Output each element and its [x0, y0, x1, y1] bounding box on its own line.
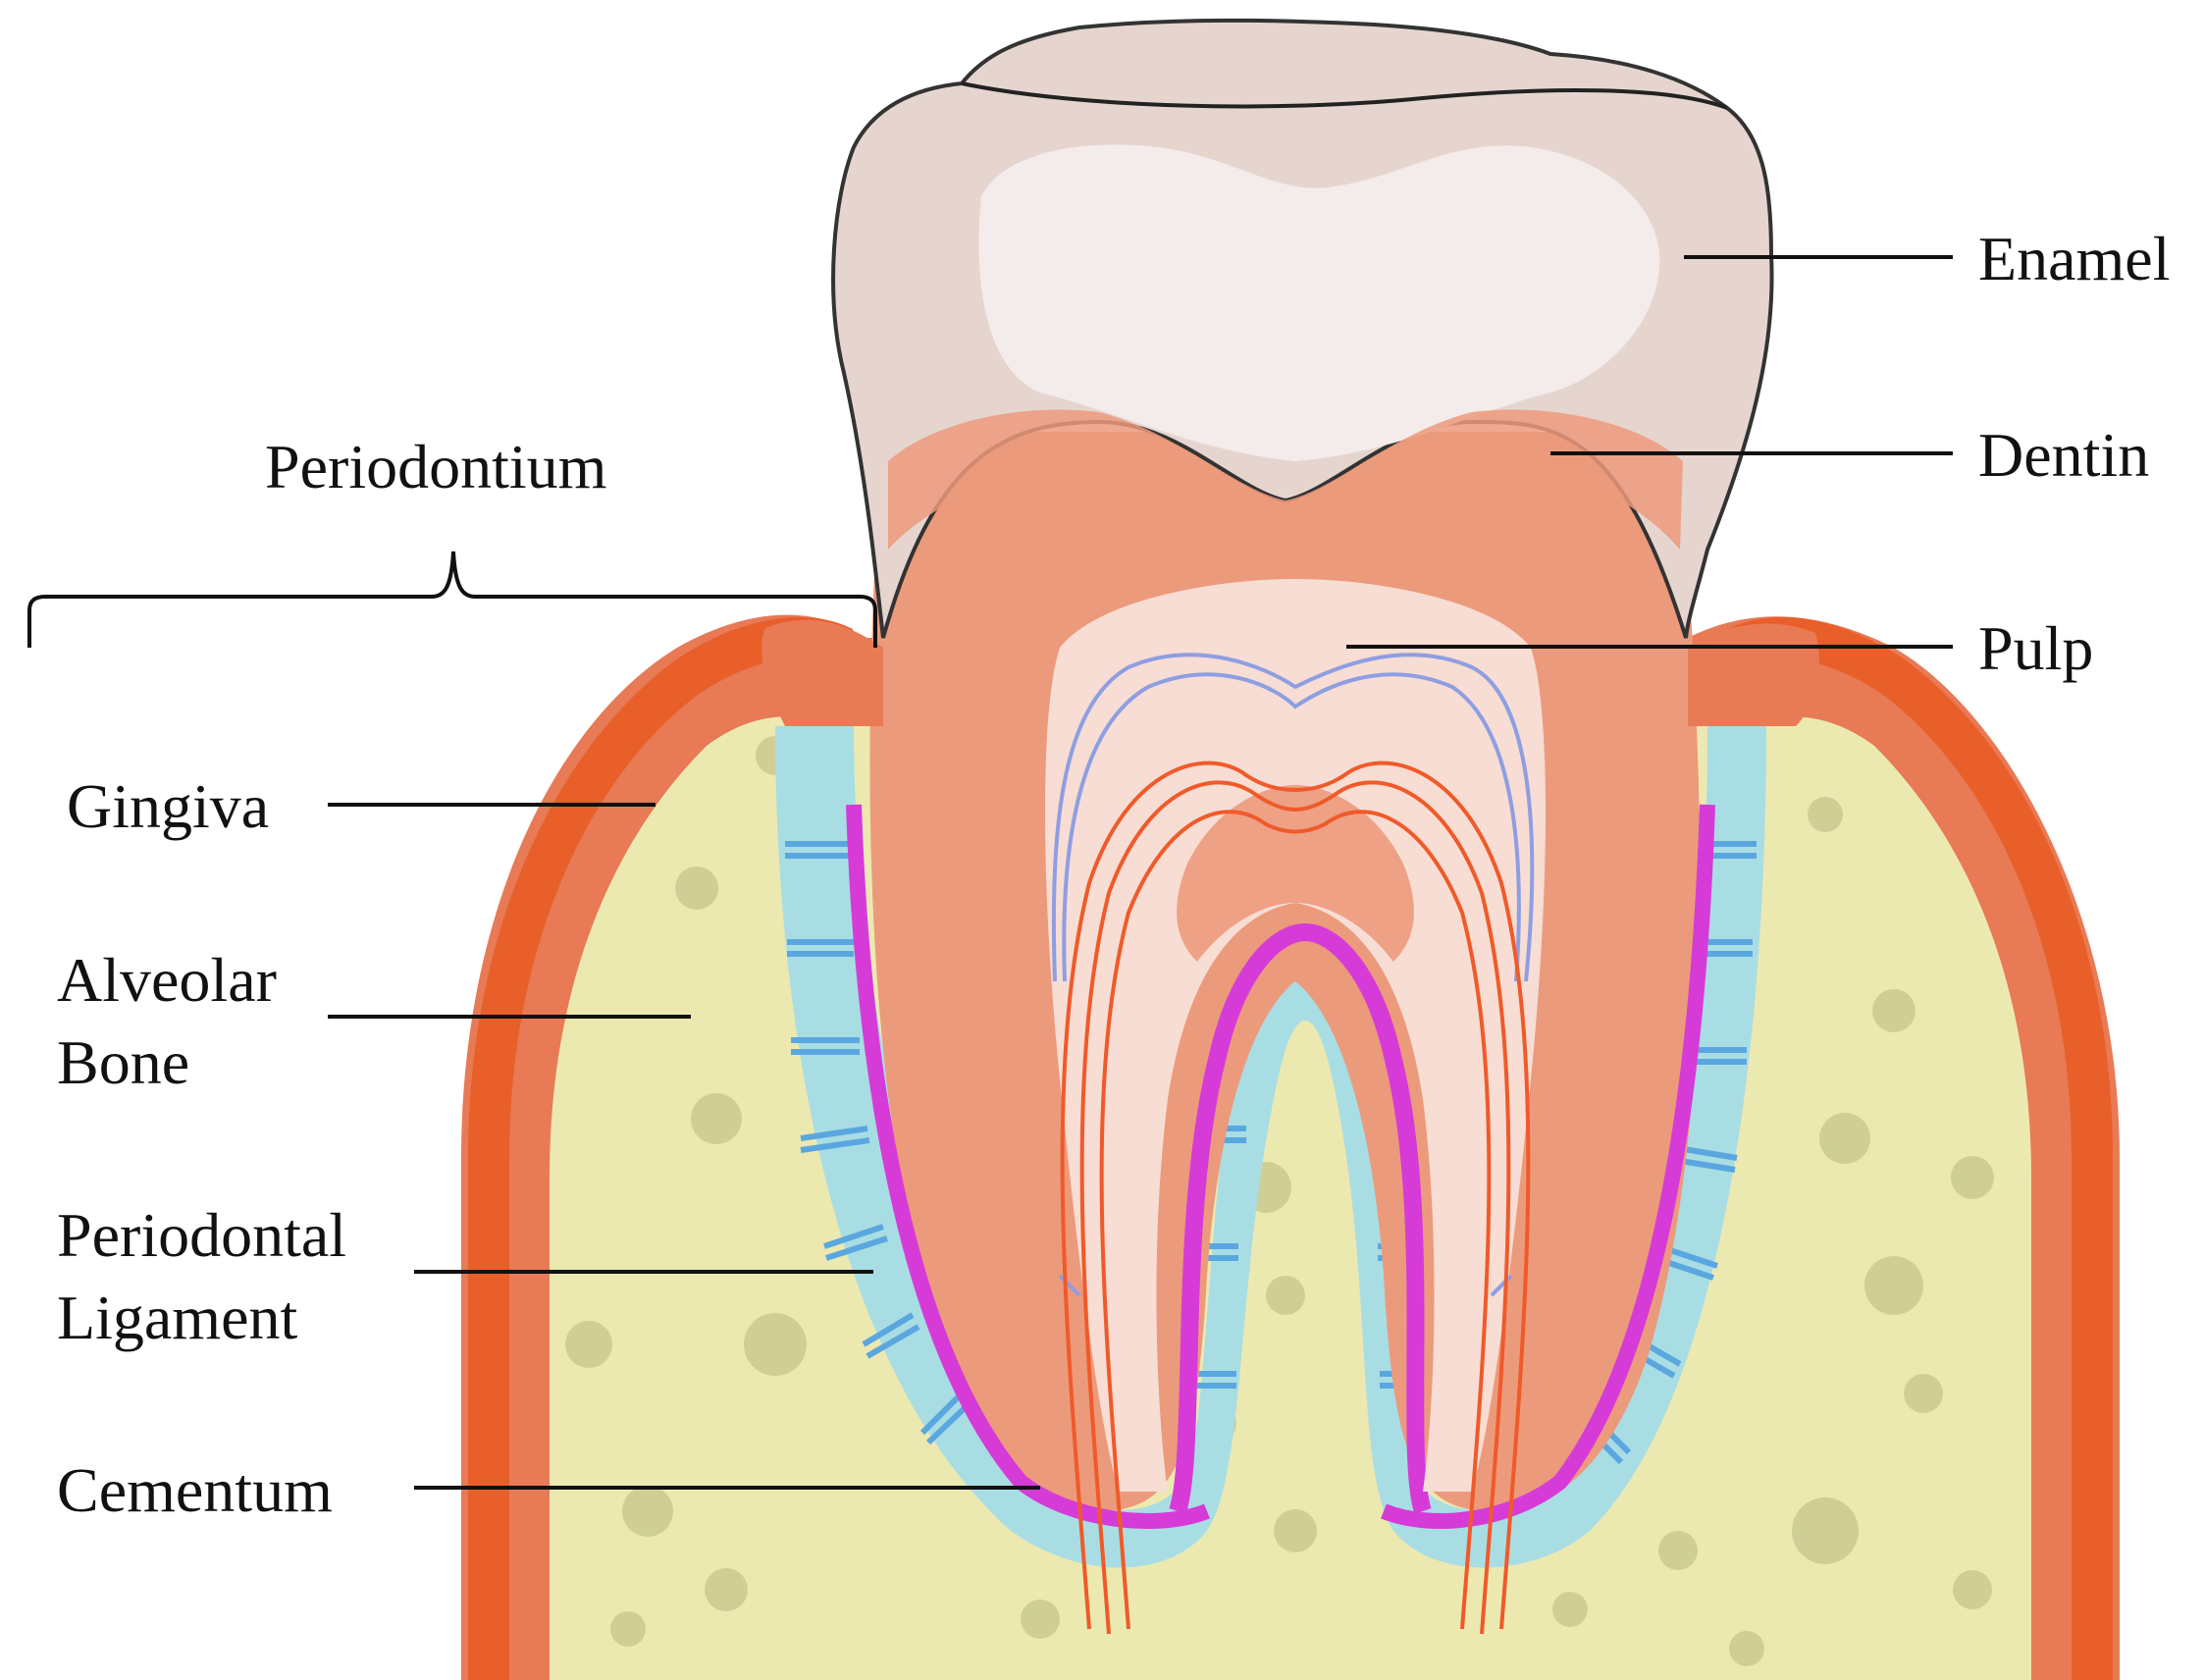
- dentin-inner: [1177, 785, 1414, 962]
- pulp-label: Pulp: [1978, 613, 2093, 683]
- gingiva-collar-right: [1688, 623, 1819, 726]
- enamel-label: Enamel: [1978, 224, 2170, 293]
- cementum: [846, 804, 1210, 1529]
- gingiva-label: Gingiva: [67, 771, 269, 841]
- cementum-label: Cementum: [57, 1455, 333, 1525]
- blood-vessels: [1051, 653, 1535, 1297]
- cementum-right: [1381, 804, 1715, 1529]
- periodontal-ligament-label-line1: Periodontal: [57, 1200, 346, 1270]
- crown-dentin: [888, 409, 1683, 559]
- crown-outline: [961, 81, 1728, 110]
- cementum-furcation: [1169, 922, 1432, 1514]
- periodontium-bracket: [27, 551, 877, 648]
- gingiva-collar-left: [761, 619, 883, 726]
- periodontium-label: Periodontium: [265, 432, 606, 501]
- alveolar-bone-label-line1: Alveolar: [57, 945, 277, 1015]
- alveolar-bone-label-line2: Bone: [57, 1027, 189, 1097]
- enamel-highlight: [978, 144, 1660, 461]
- periodontal-ligament-label-line2: Ligament: [57, 1283, 297, 1352]
- leader-lines: [328, 255, 1953, 1490]
- pulp: [1045, 579, 1546, 1492]
- nerves: [1060, 761, 1531, 1635]
- dentin-label: Dentin: [1978, 420, 2149, 490]
